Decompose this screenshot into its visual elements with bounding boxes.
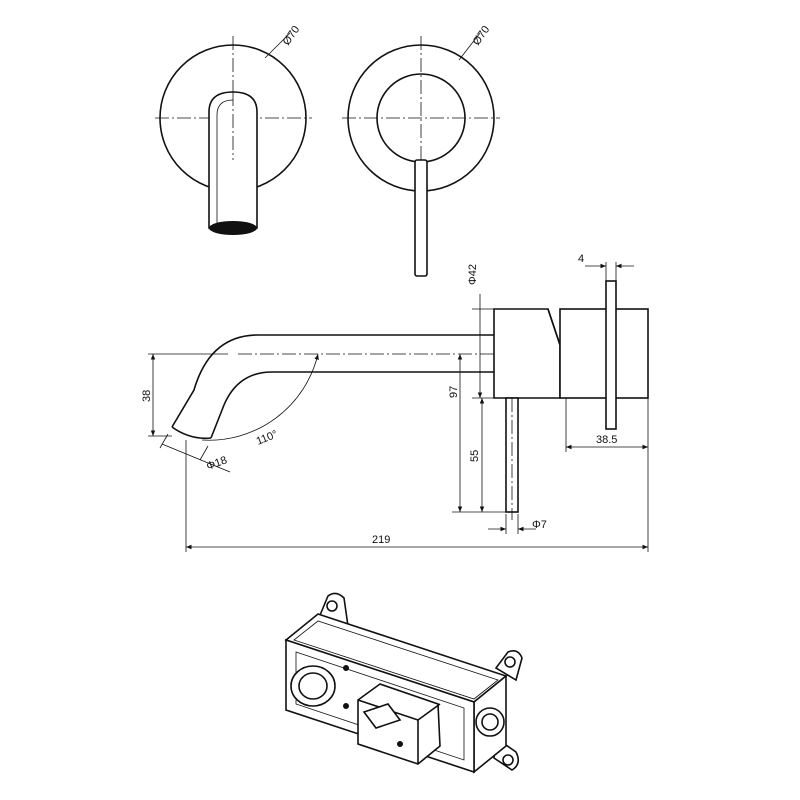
rough-in-box-isometric bbox=[284, 592, 523, 774]
body-depth-label: 38.5 bbox=[596, 434, 617, 446]
spout-front-view: Ø70 bbox=[155, 24, 312, 235]
spout-angle-label: 110° bbox=[255, 428, 280, 447]
spout-centre-height-label: 97 bbox=[448, 386, 460, 398]
body-diameter-label: Φ42 bbox=[467, 264, 479, 285]
overall-length-label: 219 bbox=[372, 534, 390, 546]
spout-drop-label: 38 bbox=[141, 390, 153, 402]
dimension-lines: Φ42 4 38 110° Φ18 97 55 Φ7 bbox=[141, 253, 649, 552]
plate-thickness-label: 4 bbox=[578, 253, 584, 265]
mixer-plate-diameter-label: Ø70 bbox=[471, 24, 493, 48]
mixer-front-view: Ø70 bbox=[342, 24, 500, 277]
tap-side-view bbox=[171, 280, 649, 520]
handle-length-label: 55 bbox=[469, 450, 481, 462]
handle-diameter-label: Φ7 bbox=[532, 519, 547, 531]
spout-plate-diameter-label: Ø70 bbox=[281, 24, 303, 48]
